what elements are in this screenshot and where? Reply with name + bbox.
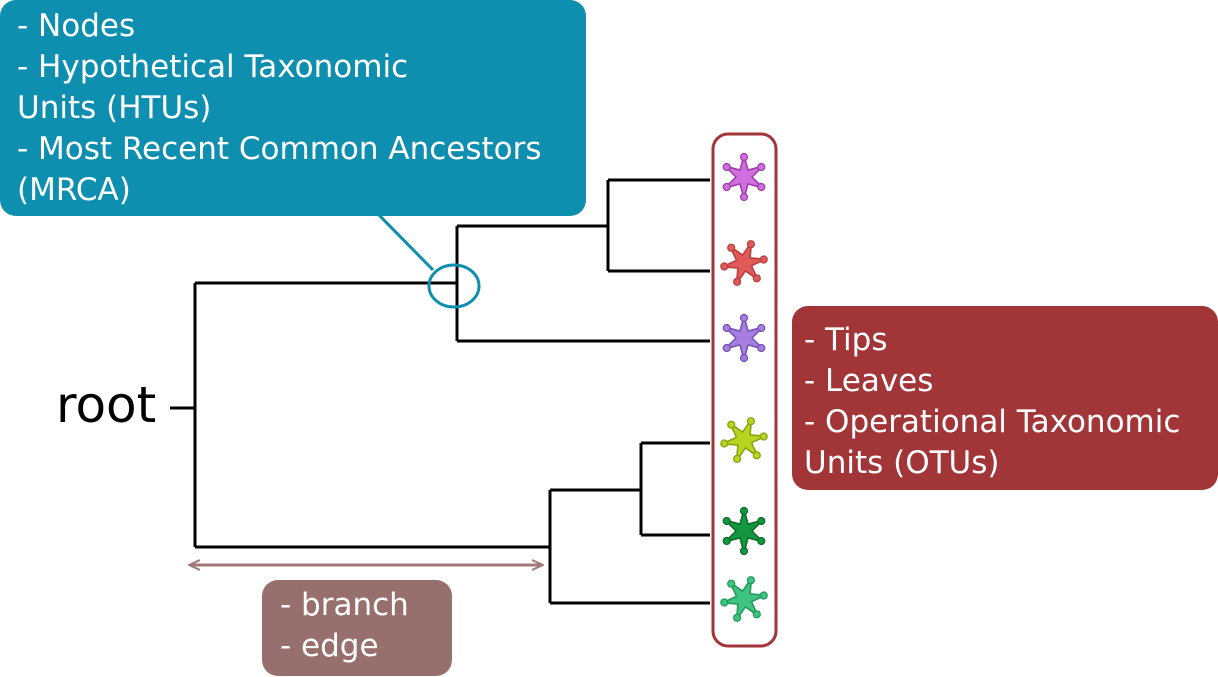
nodes-callout-line: (MRCA) bbox=[17, 172, 131, 208]
branch-callout: - branch - edge bbox=[262, 580, 452, 676]
tip-organisms bbox=[720, 152, 768, 622]
tips-callout: - Tips - Leaves - Operational Taxonomic … bbox=[792, 306, 1218, 490]
nodes-callout-line: - Nodes bbox=[17, 8, 136, 44]
nodes-callout-line: Units (HTUs) bbox=[17, 90, 212, 126]
root-label: root bbox=[56, 376, 157, 434]
tip-organism-icon bbox=[720, 576, 768, 622]
node-callout-line bbox=[376, 212, 435, 272]
branch-callout-line: - edge bbox=[280, 628, 379, 664]
tips-callout-line: - Operational Taxonomic bbox=[804, 404, 1181, 440]
tips-callout-line: - Leaves bbox=[804, 363, 934, 399]
tip-organism-icon bbox=[720, 240, 768, 286]
nodes-callout: - Nodes - Hypothetical Taxonomic Units (… bbox=[0, 0, 586, 216]
tip-organism-icon bbox=[722, 313, 766, 363]
branch-callout-line: - branch bbox=[280, 587, 409, 623]
tip-organism-icon bbox=[720, 417, 768, 463]
nodes-callout-line: - Hypothetical Taxonomic bbox=[17, 49, 409, 85]
node-highlight-circle bbox=[427, 263, 481, 309]
tips-callout-line: - Tips bbox=[804, 322, 888, 358]
tips-frame bbox=[711, 132, 778, 648]
tip-organism-icon bbox=[722, 506, 766, 556]
tips-callout-line: Units (OTUs) bbox=[804, 445, 1000, 481]
nodes-callout-line: - Most Recent Common Ancestors bbox=[17, 131, 542, 167]
tip-organism-icon bbox=[722, 152, 766, 202]
